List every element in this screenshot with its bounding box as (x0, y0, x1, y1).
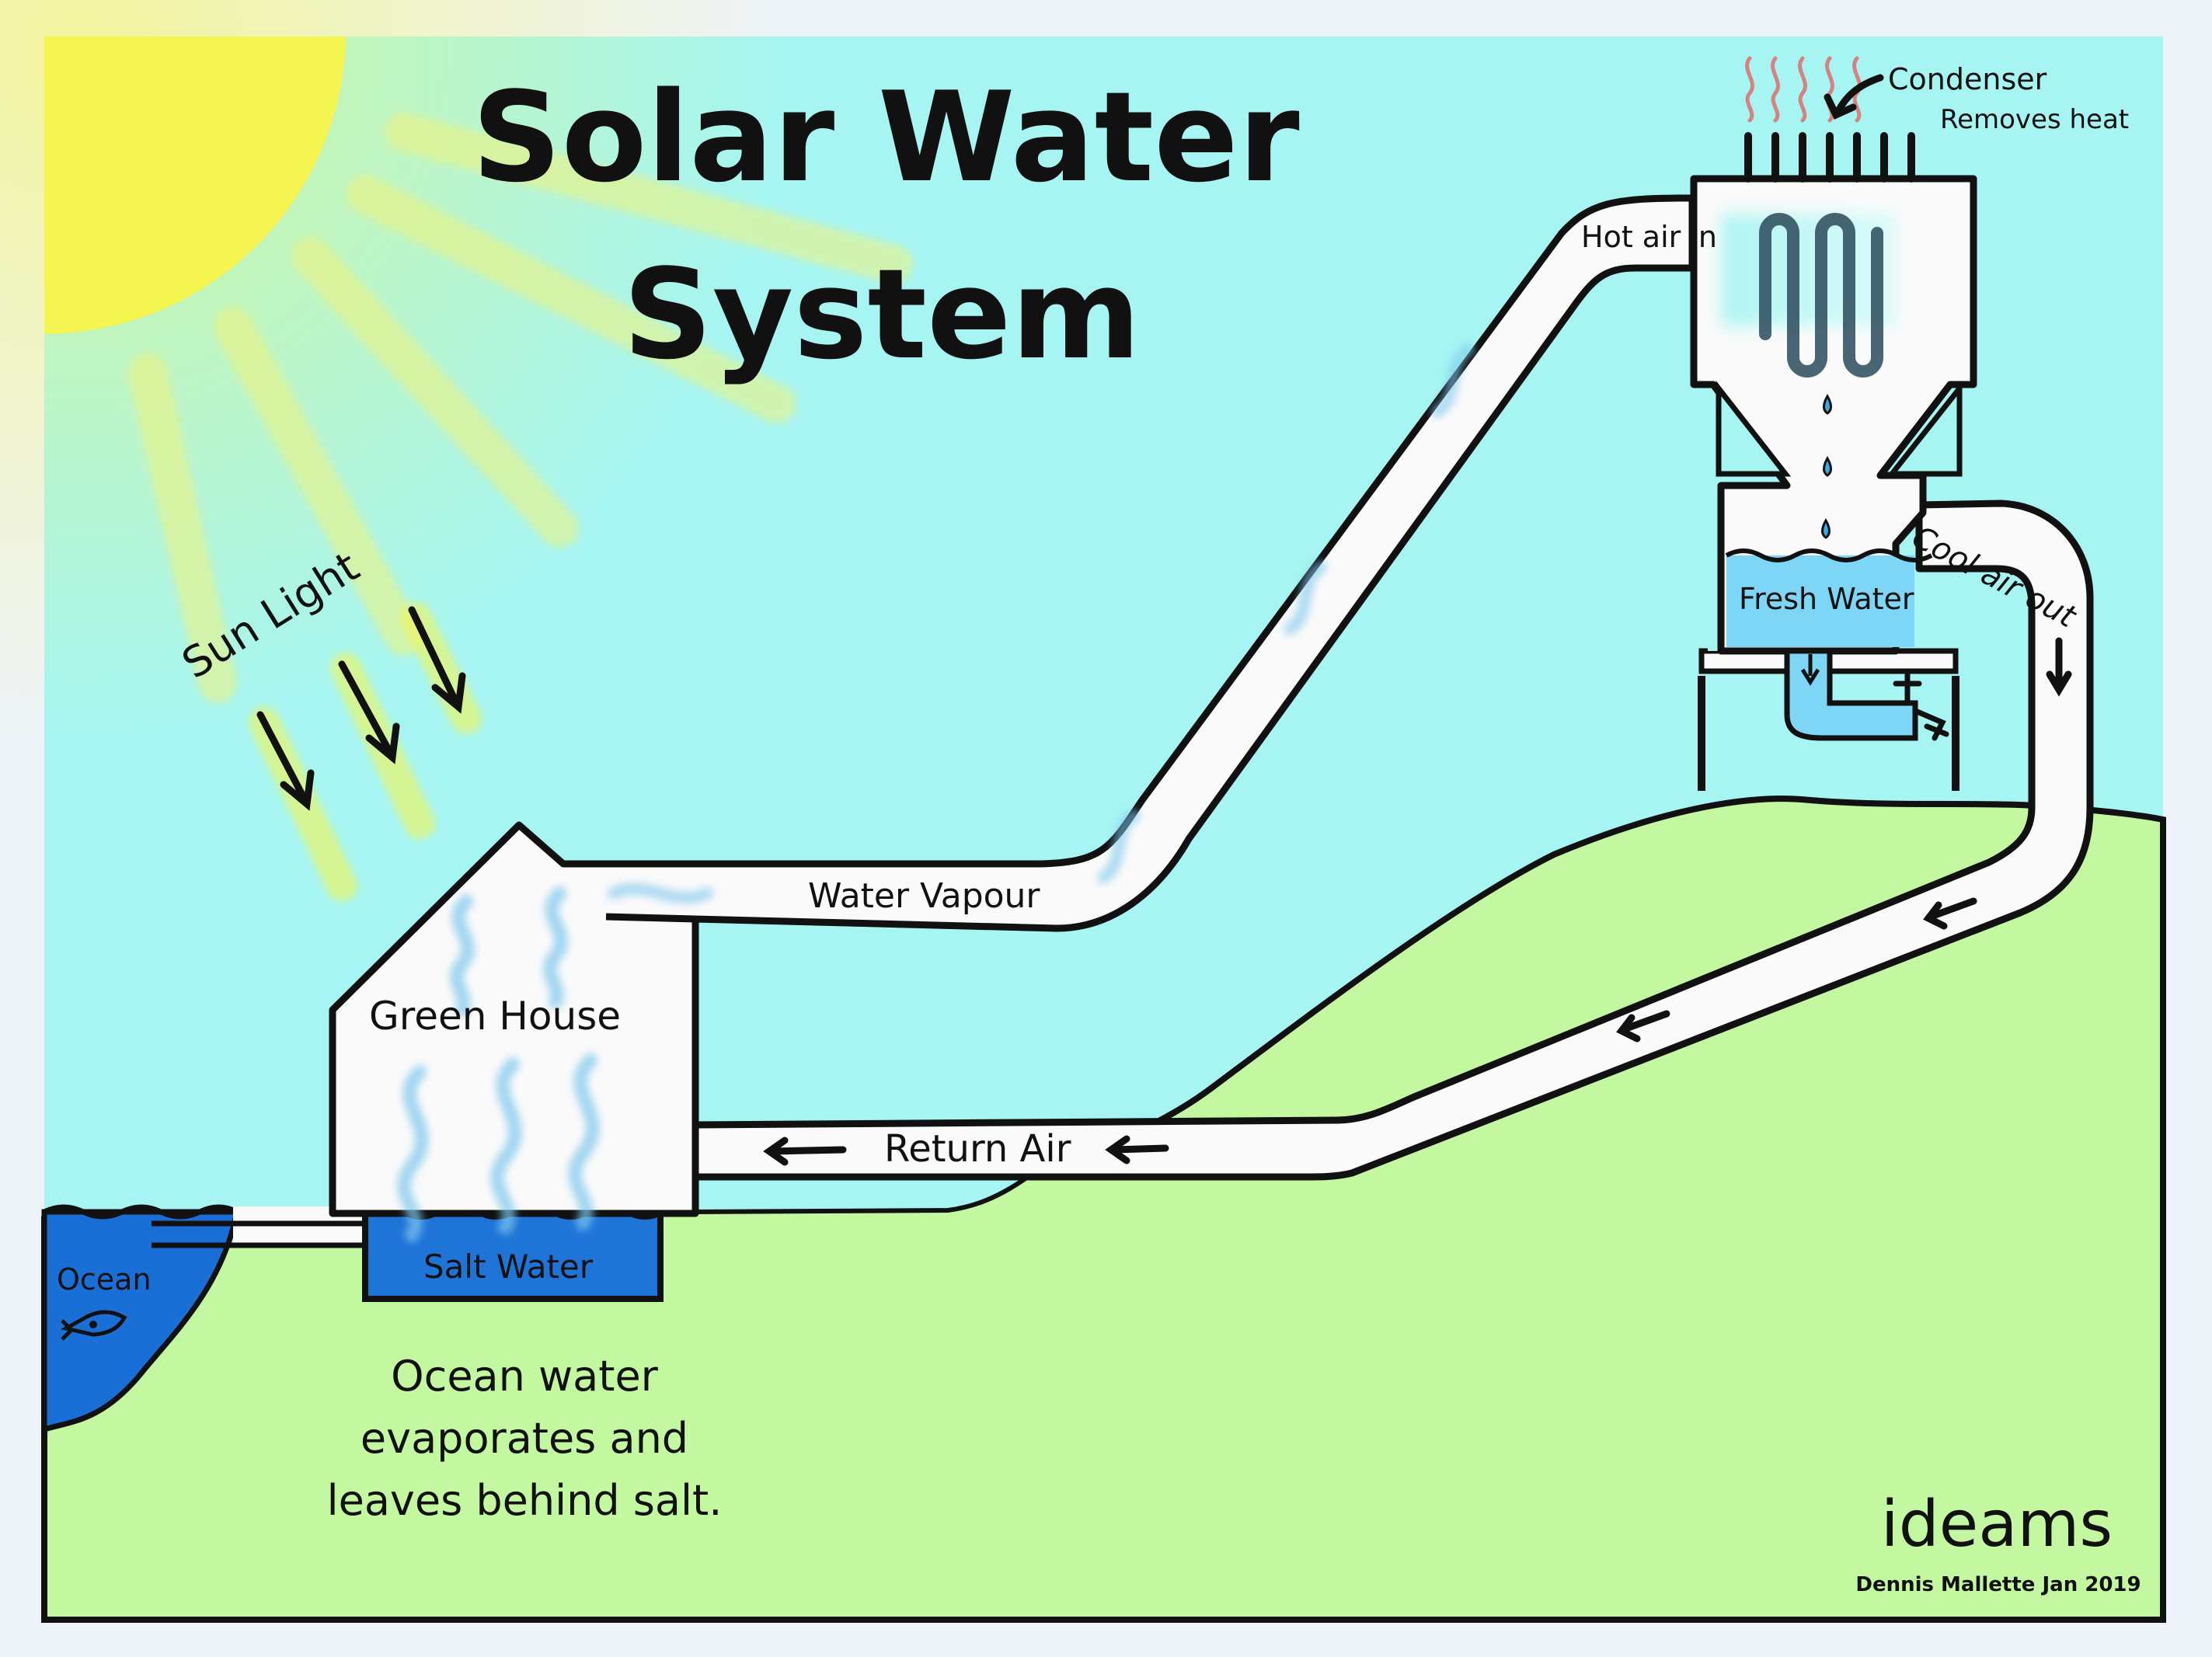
title-line-1: Solar Water (472, 64, 1299, 210)
title-line-2: System (623, 242, 1141, 387)
label-fresh-water: Fresh Water (1739, 582, 1914, 616)
caption-line-1: Ocean water (391, 1352, 659, 1401)
label-green-house: Green House (369, 994, 621, 1039)
credit-text: Dennis Mallette Jan 2019 (1855, 1573, 2141, 1596)
label-return-air: Return Air (884, 1127, 1071, 1171)
caption-line-3: leaves behind salt. (327, 1476, 723, 1525)
water-droplets (1821, 393, 1832, 539)
return-air-pipe (691, 500, 2094, 1181)
brand-logo: ideams (1881, 1488, 2113, 1561)
caption: Ocean water evaporates and leaves behind… (327, 1352, 723, 1525)
sun (0, 0, 913, 746)
label-hot-air-in: Hot air in (1581, 220, 1717, 254)
ocean (41, 1204, 241, 1433)
flow-arrows (763, 74, 2072, 1166)
cooling-coil (1759, 213, 1883, 378)
condenser-tower (1690, 56, 1977, 791)
label-condenser: Condenser (1888, 62, 2047, 96)
caption-line-2: evaporates and (361, 1414, 688, 1463)
fish-icon (61, 1310, 127, 1341)
label-water-vapour: Water Vapour (808, 876, 1040, 916)
steam-swirls (397, 886, 600, 1242)
page-title: Solar Water System (472, 64, 1299, 387)
tap-icon (1893, 671, 1949, 741)
label-ocean: Ocean (57, 1262, 152, 1297)
sunlight-arrows (249, 602, 482, 901)
label-removes-heat: Removes heat (1940, 104, 2129, 135)
label-salt-water: Salt Water (423, 1248, 594, 1286)
